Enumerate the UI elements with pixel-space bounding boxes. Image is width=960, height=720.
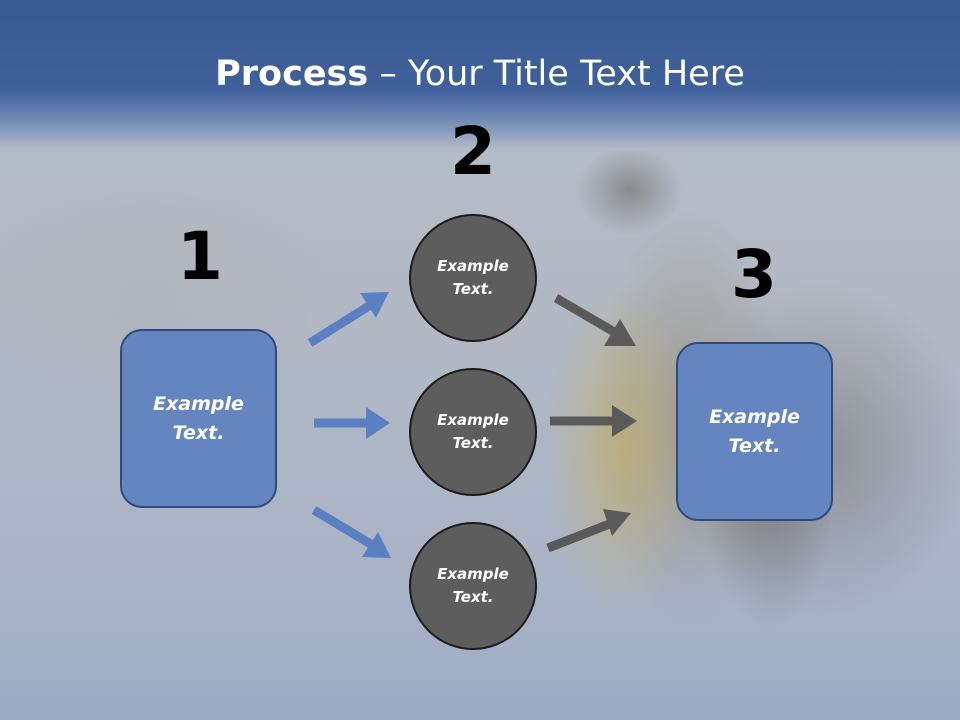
step2-circle-middle: Example Text.	[409, 368, 537, 496]
step3-label: Example Text.	[709, 405, 800, 457]
arrow-bottom-to-step3	[546, 509, 631, 553]
step-number-3: 3	[731, 236, 777, 313]
step2-circle-top: Example Text.	[409, 214, 537, 342]
slide-title: Process – Your Title Text Here	[0, 52, 960, 96]
header-band	[0, 0, 960, 150]
step1-box: Example Text.	[120, 329, 277, 508]
arrow-step1-to-middle	[314, 407, 390, 439]
title-bold: Process	[215, 54, 369, 94]
step1-label: Example Text.	[153, 392, 244, 444]
step-number-1: 1	[177, 218, 223, 295]
step-number-2: 2	[450, 113, 496, 190]
title-rest: – Your Title Text Here	[368, 54, 745, 94]
step2-label-top: Example Text.	[437, 257, 509, 298]
step2-label-bottom: Example Text.	[437, 565, 509, 606]
arrow-top-to-step3	[553, 294, 636, 346]
arrow-middle-to-step3	[550, 405, 637, 437]
step2-circle-bottom: Example Text.	[409, 522, 537, 650]
step3-box: Example Text.	[676, 342, 833, 521]
step2-label-middle: Example Text.	[437, 411, 509, 452]
arrow-step1-to-bottom	[311, 506, 391, 558]
arrow-step1-to-top	[307, 292, 389, 347]
